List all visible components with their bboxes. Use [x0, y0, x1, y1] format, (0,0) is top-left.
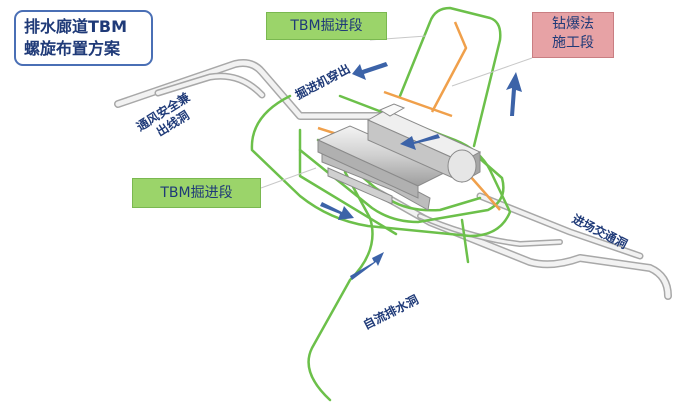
- flow-arrows: [320, 62, 522, 280]
- arrow-left-icon: [352, 62, 388, 80]
- cavern-complex: [316, 103, 482, 211]
- arrow-up-icon: [506, 72, 522, 116]
- title-line2: 螺旋布置方案: [24, 39, 121, 58]
- ventilation-tunnel: [114, 59, 384, 120]
- callout-tbm-left: TBM掘进段: [132, 178, 261, 208]
- callout-tbm-top: TBM掘进段: [266, 12, 387, 40]
- arrow-right-icon: [320, 202, 354, 220]
- callout-drill-blast: 钻爆法 施工段: [532, 12, 614, 58]
- arrow-tbm-up-icon: [400, 134, 440, 150]
- diagram-title: 排水廊道TBM 螺旋布置方案: [14, 10, 153, 66]
- title-line1: 排水廊道TBM: [24, 17, 128, 36]
- arrow-upright-icon: [350, 252, 384, 280]
- callout-drill-line1: 钻爆法: [552, 16, 594, 32]
- callout-drill-line2: 施工段: [552, 35, 594, 51]
